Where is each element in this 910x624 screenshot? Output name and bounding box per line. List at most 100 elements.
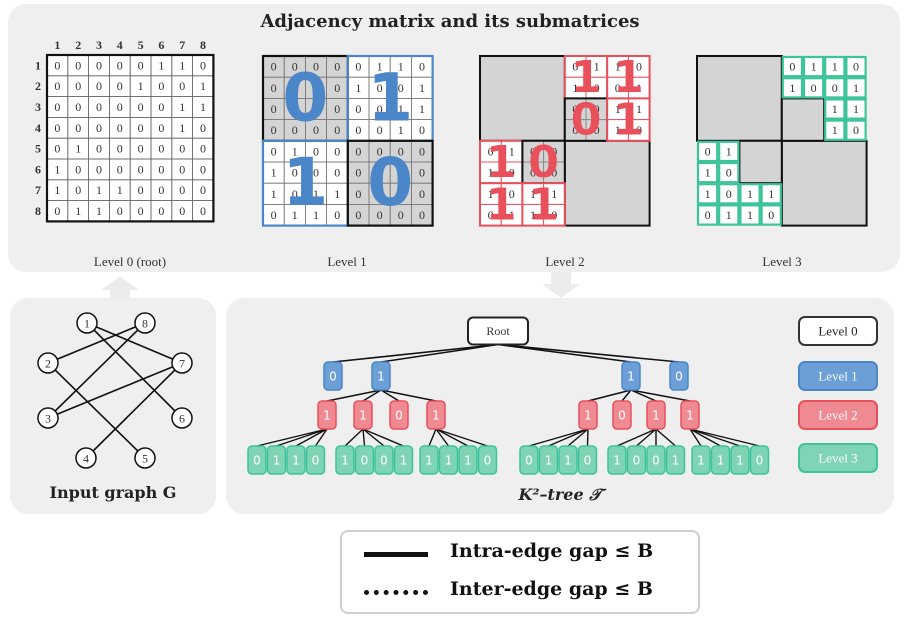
level2-bit-label: 0 <box>571 95 602 146</box>
cell-value: 1 <box>398 123 404 137</box>
cell-value: 0 <box>158 162 164 176</box>
cell-value: 0 <box>636 60 642 74</box>
cell-value: 0 <box>158 79 164 93</box>
cell-value: 1 <box>398 60 404 74</box>
level3-node-label: 1 <box>464 454 472 468</box>
level2-node <box>389 400 409 430</box>
cell-value: 0 <box>313 123 319 137</box>
level3-node <box>710 445 731 475</box>
row-header: 8 <box>35 204 41 218</box>
tree-edge <box>435 428 450 447</box>
cell-value: 0 <box>551 166 557 180</box>
cell-value: 0 <box>530 144 536 158</box>
cell-value: 1 <box>747 208 753 222</box>
cell-value: 0 <box>334 81 340 95</box>
intra-edge-key-row: Intra-edge gap ≤ B <box>342 536 698 572</box>
cell-value: 0 <box>334 144 340 158</box>
tree-edge <box>256 428 328 447</box>
cell-value: 0 <box>200 162 206 176</box>
cell-value: 0 <box>292 123 298 137</box>
cell-value: 0 <box>377 208 383 222</box>
leaf-cell <box>696 204 719 226</box>
cell-value: 0 <box>488 208 494 222</box>
level3-node-label: 1 <box>273 454 281 468</box>
cell-value: 0 <box>117 142 123 156</box>
level3-node <box>374 445 394 475</box>
empty-subblock <box>780 97 826 142</box>
leaf-cell <box>781 55 804 78</box>
tree-edges <box>256 343 760 447</box>
level1-bit-label: 1 <box>367 59 413 136</box>
subblock-border <box>521 182 566 227</box>
cell-value: 0 <box>138 142 144 156</box>
cell-value: 0 <box>377 144 383 158</box>
level3-node <box>538 445 559 475</box>
level3-node-label: 1 <box>672 454 680 468</box>
level1-bit-label: 1 <box>282 144 328 221</box>
cell-value: 0 <box>419 187 425 201</box>
level3-caption: Level 3 <box>762 254 801 269</box>
graph-node <box>134 447 156 469</box>
level1-bit-label: 0 <box>282 59 328 136</box>
cell-value: 1 <box>200 79 206 93</box>
cell-value: 0 <box>117 162 123 176</box>
graph-node-label: 7 <box>179 357 185 371</box>
subblock-border <box>606 97 651 142</box>
level1-node <box>371 361 391 391</box>
cell-value: 0 <box>594 123 600 137</box>
cell-value: 0 <box>377 166 383 180</box>
level2-node-label: 0 <box>618 409 626 423</box>
level2-node <box>578 400 598 430</box>
cell-value: 0 <box>334 102 340 116</box>
cell-value: 1 <box>179 121 185 135</box>
cell-value: 1 <box>789 81 795 95</box>
level2-node <box>612 400 632 430</box>
root-node <box>467 316 529 346</box>
cell-value: 0 <box>54 79 60 93</box>
legend-box <box>798 443 878 473</box>
cell-value: 0 <box>271 208 277 222</box>
level1-node-label: 1 <box>377 370 385 384</box>
level3-node-label: 0 <box>525 454 533 468</box>
graph-node <box>37 352 59 374</box>
cell-value: 1 <box>509 208 515 222</box>
legend-box <box>798 400 878 430</box>
level3-node-label: 1 <box>425 454 433 468</box>
cell-value: 0 <box>292 81 298 95</box>
cell-value: 1 <box>832 123 838 137</box>
empty-quadrant <box>479 55 566 142</box>
level2-node-label: 1 <box>323 409 331 423</box>
cell-value: 0 <box>313 102 319 116</box>
cell-value: 0 <box>158 183 164 197</box>
cell-value: 1 <box>117 183 123 197</box>
graph-node-label: 6 <box>179 412 185 426</box>
cell-value: 0 <box>726 166 732 180</box>
column-header: 4 <box>117 38 123 52</box>
cell-value: 0 <box>789 60 795 74</box>
level3-node <box>438 445 459 475</box>
cell-value: 0 <box>179 183 185 197</box>
level3-node <box>286 445 306 475</box>
level3-node-label: 1 <box>564 454 572 468</box>
level1-bit-label: 0 <box>367 144 413 221</box>
tree-edge <box>689 428 702 447</box>
cell-value: 0 <box>138 121 144 135</box>
cell-value: 1 <box>768 187 774 201</box>
cell-value: 1 <box>377 60 383 74</box>
leaf-cell <box>845 55 867 78</box>
cell-value: 1 <box>705 187 711 201</box>
tree-edge <box>362 389 382 402</box>
graph-node <box>171 352 193 374</box>
level2-node-label: 1 <box>652 409 660 423</box>
cell-value: 0 <box>138 162 144 176</box>
level3-node-label: 1 <box>292 454 300 468</box>
cell-value: 0 <box>551 144 557 158</box>
row-header: 3 <box>35 100 41 114</box>
cell-value: 1 <box>419 81 425 95</box>
graph-node-label: 4 <box>83 452 89 466</box>
cell-value: 1 <box>271 166 277 180</box>
k2-tree-panel <box>226 298 894 514</box>
tree-edge <box>689 428 760 447</box>
